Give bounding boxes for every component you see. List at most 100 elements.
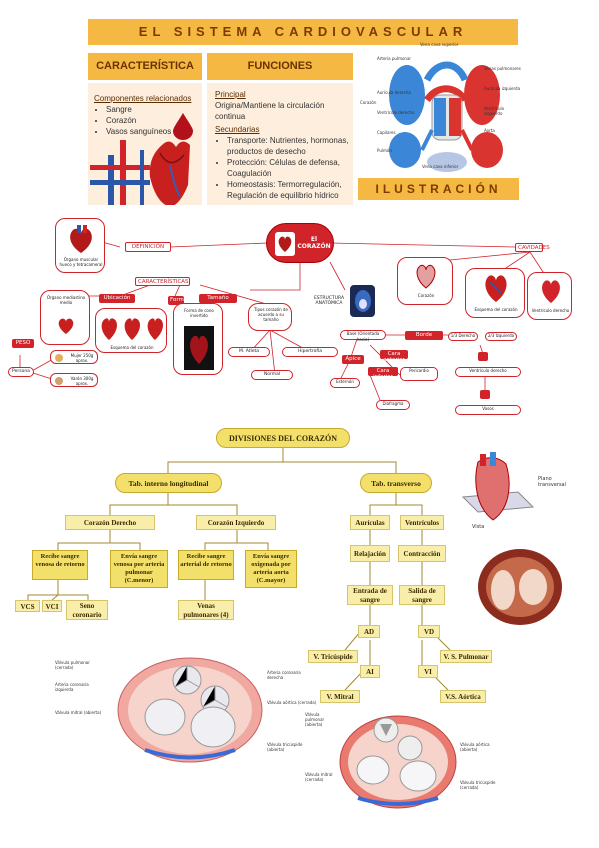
cara-ant-text: Cara anterior xyxy=(383,351,405,363)
heart-section-icon xyxy=(416,264,436,289)
corazon-izquierdo: Corazón Izquierdo xyxy=(196,515,276,530)
entrada-text: Entrada de sangre xyxy=(353,587,387,604)
label-valv: Válvula pulmonar (abierta) xyxy=(305,712,325,727)
ubicacion-card: Órgano mediastino medio xyxy=(40,290,90,345)
divisiones-title: DIVISIONES DEL CORAZÓN xyxy=(216,428,350,448)
mujer-node: Mujer 250g aprox. xyxy=(50,350,98,364)
label-capilares: Capilares xyxy=(377,130,396,135)
cavidad-card-2: Esquema del corazón xyxy=(465,268,525,318)
venas-pulm-node: Venas pulmonares (4) xyxy=(178,600,234,620)
definicion-node: DEFINICIÓN xyxy=(125,242,171,252)
principal-label: Principal xyxy=(215,90,246,99)
persona-node: Persona xyxy=(8,367,34,377)
venas-pulm-text: Venas pulmonares (4) xyxy=(183,602,229,619)
derecha-node: 1/3 Derecha xyxy=(448,332,478,341)
label-valv: Válvula mitral (abierta) xyxy=(55,710,102,715)
man-icon xyxy=(55,377,63,385)
ventr-node: Ventrículo derecho xyxy=(455,367,521,377)
vasos-text: Vasos xyxy=(482,406,494,411)
tipo-hipertrofia: Hipertrofia xyxy=(282,347,338,357)
varon-text: Varón 300g aprox. xyxy=(70,376,94,386)
list-item: Corazón xyxy=(106,115,198,126)
label-valv: Válvula aórtica (abierta) xyxy=(460,742,490,752)
plano-label: Plano transversal xyxy=(538,476,578,488)
tipos-text: Tipos corazón de acuerdo a su tamaño xyxy=(254,307,288,322)
ad-text: AD xyxy=(363,628,375,636)
vista-label: Vista xyxy=(472,524,484,530)
tipo-normal-text: Normal xyxy=(263,372,281,377)
tamano-label: Tamaño xyxy=(199,294,237,303)
forma-card: Forma de cono invertido xyxy=(173,303,223,375)
cavidad-card-1: Corazón xyxy=(397,257,453,305)
tipo-atleta-text: M. Atleta xyxy=(238,349,260,354)
definicion-text: DEFINICIÓN xyxy=(131,244,165,250)
main-title-banner: EL SISTEMA CARDIOVASCULAR xyxy=(88,19,518,45)
label-aorta: Aorta xyxy=(484,128,495,133)
secundarias-label: Secundarias xyxy=(215,125,260,134)
transverse-plane-figure xyxy=(461,452,535,521)
vci-text: VCI xyxy=(45,603,59,611)
ai-node: AI xyxy=(360,665,380,678)
center-node-corazon: El CORAZÓN xyxy=(266,223,334,263)
valve-diagram-closed xyxy=(117,657,263,763)
estructura-image xyxy=(350,285,375,317)
divisiones-title-text: DIVISIONES DEL CORAZÓN xyxy=(228,434,338,443)
estructura-text: ESTRUCTURA ANATÓMICA xyxy=(313,296,345,306)
izquierda-text: 2/3 Izquierda xyxy=(487,333,515,338)
entrada-node: Entrada de sangre xyxy=(347,585,393,605)
envia-pulmonar-text: Envía sangre venosa por arteria pulmonar… xyxy=(113,553,165,584)
recibe-arterial: Recibe sangre arterial de retorno xyxy=(178,550,234,580)
ubic-text: Órgano mediastino medio xyxy=(46,295,86,305)
vd-node: VD xyxy=(418,625,440,638)
tipos-hearts-card: Esquema del corazón xyxy=(95,308,167,353)
vi-node: VI xyxy=(418,665,438,678)
label-ventriculo-der: Ventrículo derecho xyxy=(377,110,415,115)
recibe-arterial-text: Recibe sangre arterial de retorno xyxy=(180,553,232,568)
ap-text: Ápice xyxy=(345,356,361,362)
woman-icon xyxy=(55,354,63,362)
label-valv: Válvula pulmonar (cerrada) xyxy=(55,660,90,670)
label-venas-pulm: Venas pulmonares xyxy=(484,66,521,71)
vcs-node: VCS xyxy=(15,600,40,612)
valve-diagram-open xyxy=(339,715,457,809)
pericardio-text: Pericardio xyxy=(409,368,429,373)
peso-text: PESO xyxy=(15,340,31,346)
fig-label: Esquema del corazón xyxy=(110,345,154,350)
heart-icon xyxy=(278,236,292,252)
ventr-small-node xyxy=(478,352,488,361)
v-aort-text: V.S. Aórtica xyxy=(445,693,481,701)
funciones-panel: Principal Origina/Mantiene la circulació… xyxy=(207,83,353,205)
base-node: Base (Orientada hacia) xyxy=(340,330,386,342)
label-corazon: Corazón xyxy=(360,100,377,105)
label-valv: Válvula mitral (cerrada) xyxy=(305,772,333,782)
v-mitral-text: V. Mitral xyxy=(326,693,354,701)
cara-inf-node: Cara inferior xyxy=(368,367,398,380)
vci-node: VCI xyxy=(42,600,62,612)
contraccion-node: Contracción xyxy=(398,545,446,562)
ilustracion-title-text: ILUSTRACIÓN xyxy=(375,182,502,196)
list-item: Transporte: Nutrientes, hormonas, produc… xyxy=(227,135,349,157)
caracteristica-title: CARACTERÍSTICA xyxy=(88,53,202,80)
label-vena-cava-inf: Vena cava inferior xyxy=(422,164,459,169)
label-valv: Arteria coronaria izquierda xyxy=(55,682,89,692)
list-item: Sangre xyxy=(106,104,198,115)
ventriculos-node: Ventrículos xyxy=(400,515,444,530)
tab-transverso-text: Tab. transverso xyxy=(371,479,421,488)
vcs-text: VCS xyxy=(20,603,35,611)
auriculas-text: Aurículas xyxy=(355,519,385,527)
vasos-node: Vasos xyxy=(455,405,521,415)
list-item: Homeostasis: Termorregulación, Regulació… xyxy=(227,179,349,201)
thorax-icon xyxy=(355,290,371,312)
label-valv: Arteria coronaria derecha xyxy=(267,670,301,680)
funciones-title-text: FUNCIONES xyxy=(247,60,313,72)
plano-text: Plano transversal xyxy=(538,476,567,488)
relajacion-text: Relajación xyxy=(354,550,386,558)
cross-section-figure xyxy=(478,549,562,625)
vista-text: Vista xyxy=(472,524,485,530)
mujer-text: Mujer 250g aprox. xyxy=(70,353,94,363)
cavidad-card-3: Ventrículo derecho xyxy=(527,272,572,320)
list-item: Vasos sanguíneos xyxy=(106,126,198,137)
heart-section-icon xyxy=(485,275,507,302)
forma-label: Forma xyxy=(168,296,187,305)
cavidades-node: CAVIDADES xyxy=(515,243,550,252)
